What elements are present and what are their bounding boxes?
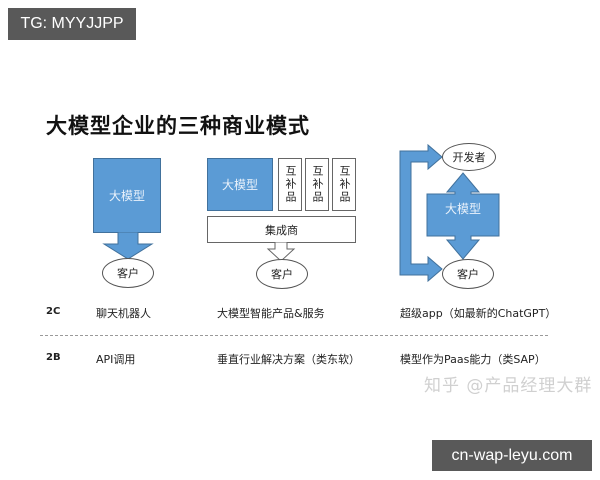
developer-ellipse: 开发者 xyxy=(442,143,496,171)
integrator-box: 集成商 xyxy=(207,216,356,243)
complement-box: 互补品 xyxy=(332,158,356,211)
row-cell: 超级app（如最新的ChatGPT） xyxy=(400,307,557,320)
row-cell: 模型作为Paas能力（类SAP） xyxy=(400,353,546,366)
row-cell: 垂直行业解决方案（类东软） xyxy=(217,353,360,366)
complement-box: 互补品 xyxy=(305,158,329,211)
top-left-tag: TG: MYYJJPP xyxy=(8,8,136,40)
arrow-down-icon xyxy=(102,232,154,260)
row-cell: 大模型智能产品&服务 xyxy=(217,307,325,320)
customer-ellipse: 客户 xyxy=(256,259,308,289)
bottom-right-tag: cn-wap-leyu.com xyxy=(432,440,592,471)
row-cell: API调用 xyxy=(96,353,136,366)
complement-box: 互补品 xyxy=(278,158,302,211)
page-title: 大模型企业的三种商业模式 xyxy=(46,114,310,138)
row-divider xyxy=(40,335,548,336)
large-model-label: 大模型 xyxy=(444,202,481,216)
customer-ellipse: 客户 xyxy=(102,258,154,288)
row-label: 2B xyxy=(46,352,61,363)
large-model-box: 大模型 xyxy=(93,158,161,233)
bracket-arrow-icon xyxy=(399,143,443,283)
row-cell: 聊天机器人 xyxy=(96,307,151,320)
watermark: 知乎 @产品经理大群 xyxy=(424,376,593,396)
arrow-down-outline-icon xyxy=(266,242,296,262)
customer-ellipse: 客户 xyxy=(442,259,494,289)
large-model-box: 大模型 xyxy=(207,158,273,211)
row-label: 2C xyxy=(46,306,61,317)
